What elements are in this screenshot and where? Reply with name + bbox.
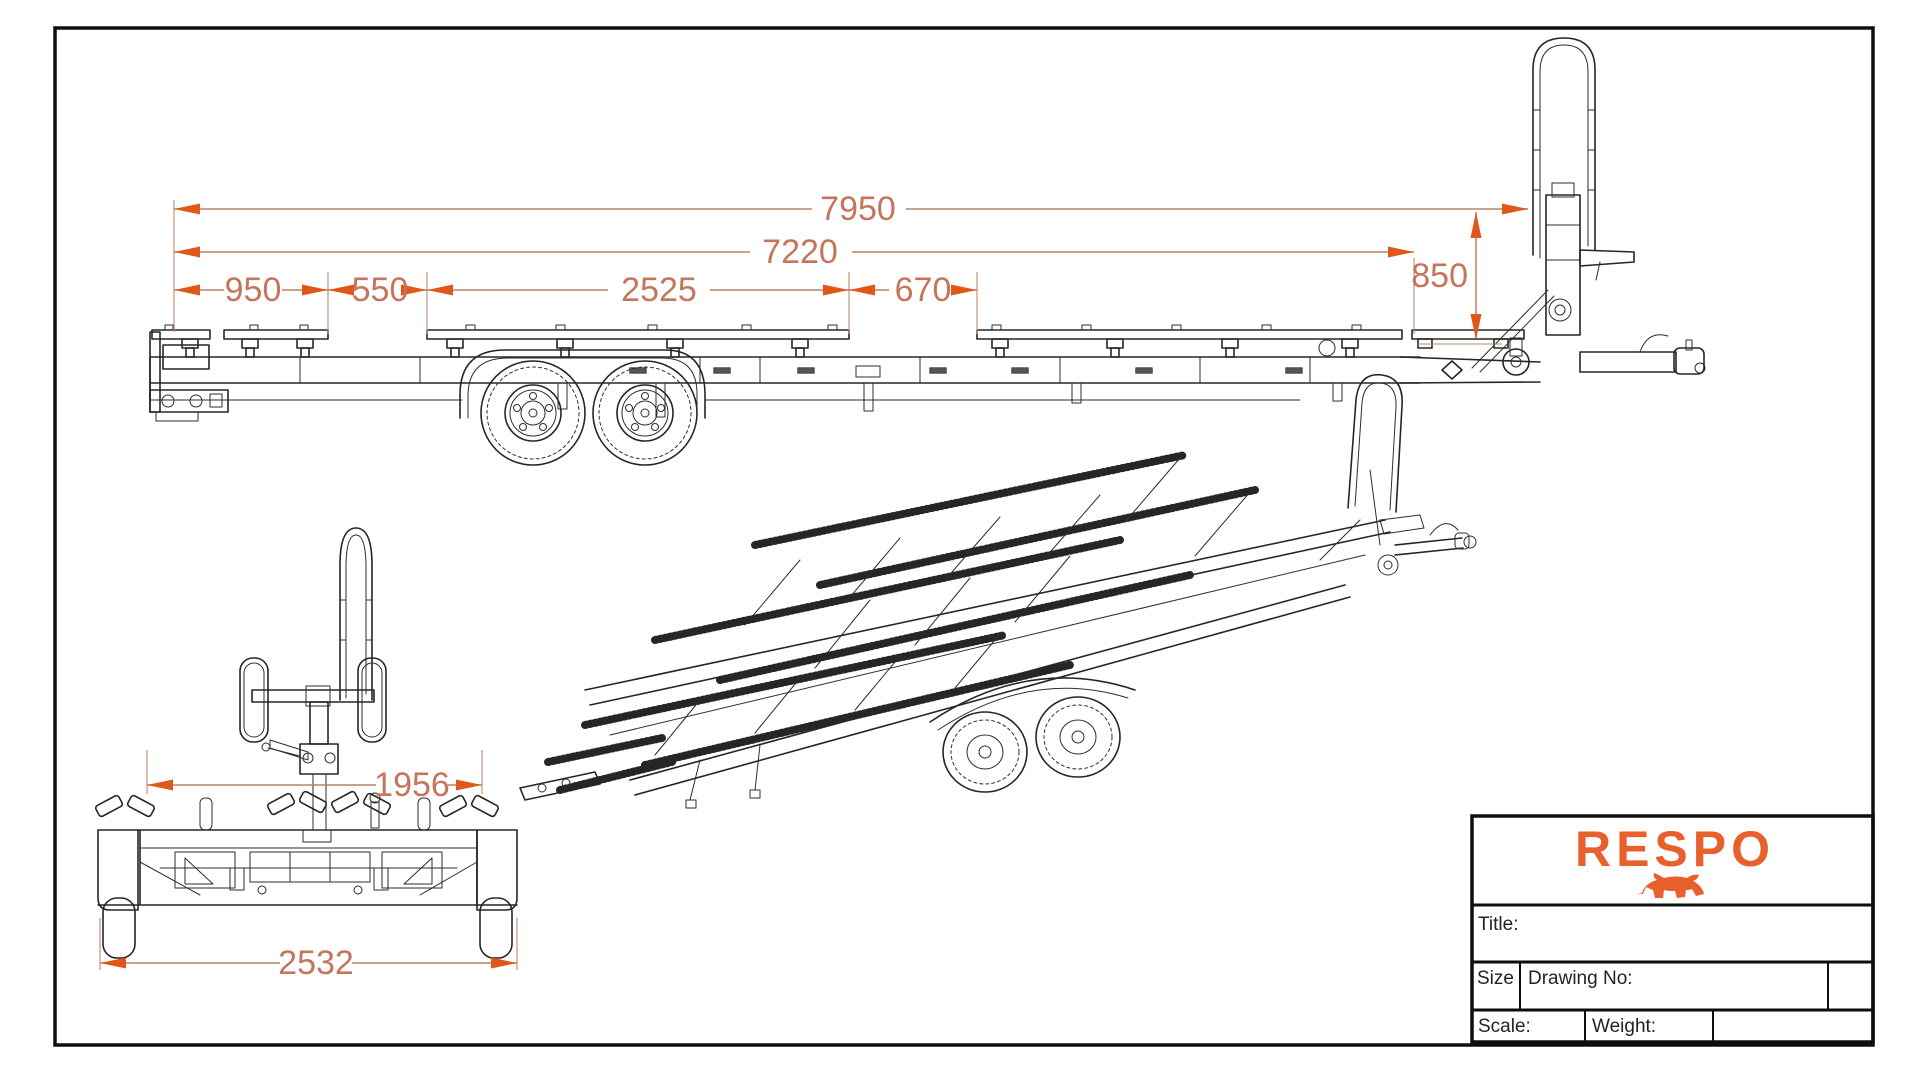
side-view-dimensions: 7950 7220 950 550 2525 670 850 [173, 190, 1528, 345]
dim-overall-length: 7950 [820, 190, 896, 228]
dim-frame-length: 7220 [762, 233, 838, 271]
rear-lamp-assembly [149, 331, 229, 422]
weight-label: Weight: [1592, 1016, 1656, 1037]
iso-fender [929, 677, 1136, 723]
respo-bull-icon [1636, 873, 1704, 898]
sheet-border [53, 26, 1875, 1047]
title-block-frame [1470, 814, 1875, 1044]
respo-logo-text: RESPO [1575, 821, 1775, 877]
hitch-coupler [1579, 334, 1706, 375]
rear-winch [261, 701, 339, 831]
isometric-view [519, 373, 1477, 809]
size-label: Size [1477, 968, 1514, 989]
iso-wheel-front [1035, 696, 1121, 778]
dim-mid-bunk: 2525 [621, 271, 697, 309]
iso-bunks [544, 451, 1259, 794]
iso-coupler [1394, 523, 1477, 556]
winch-mast [1471, 37, 1635, 373]
rear-mast [339, 527, 373, 701]
scale-label: Scale: [1478, 1016, 1531, 1037]
side-wheel-rear [480, 360, 586, 466]
iso-mast [1319, 373, 1425, 576]
spare-wheel-right [357, 657, 387, 743]
rear-view [94, 527, 518, 959]
dim-inner-width: 1956 [374, 766, 450, 804]
iso-cross-members [654, 457, 1251, 756]
frame-stamp-marks [629, 367, 1303, 374]
dim-mast-height: 850 [1411, 257, 1468, 295]
dim-bunk-gap: 670 [895, 271, 952, 309]
dim-rear-overhang: 950 [225, 271, 282, 309]
rear-fender-right [476, 829, 518, 911]
rear-wheel-right [479, 897, 513, 959]
dim-rear-gap: 550 [352, 271, 409, 309]
iso-rear-lamp-bar [519, 744, 761, 809]
rear-wheel-left [102, 897, 136, 959]
rear-fender-left [97, 829, 139, 911]
drawing-no-label: Drawing No: [1528, 968, 1633, 989]
frame-diamond-mark [1441, 360, 1463, 380]
rear-view-dimensions: 1956 2532 [99, 750, 518, 982]
side-fender [459, 349, 706, 419]
dim-overall-width: 2532 [278, 944, 354, 982]
title-label: Title: [1478, 914, 1518, 935]
spare-wheel-left [239, 657, 269, 743]
jockey-wheel [1502, 337, 1530, 376]
iso-wheel-rear [942, 711, 1028, 793]
side-view [149, 37, 1706, 466]
title-block: RESPO Title: Size Drawing No: Scale: Wei… [1470, 814, 1875, 1044]
side-wheel-front [592, 360, 698, 466]
